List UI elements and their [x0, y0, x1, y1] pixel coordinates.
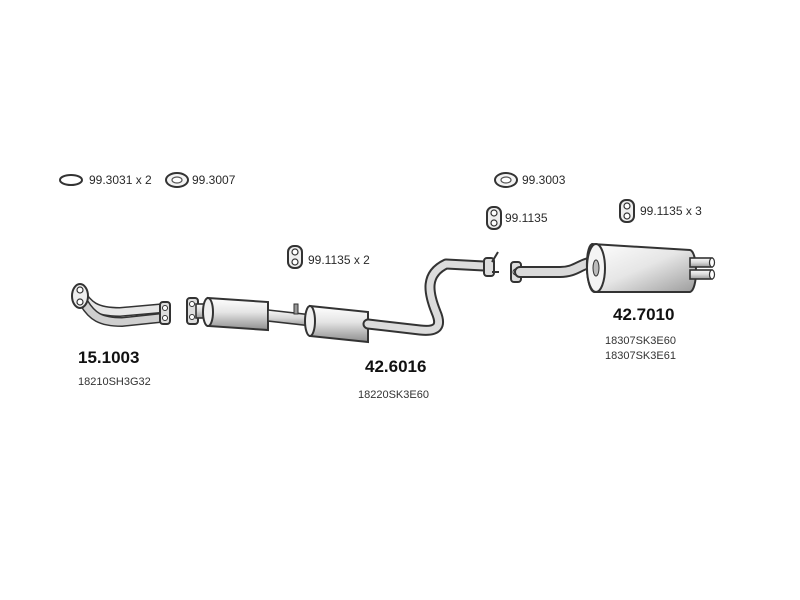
- center-section-part: [186, 251, 499, 344]
- center-section-part-number: 42.6016: [365, 357, 427, 376]
- ring-gasket-icon: [59, 174, 83, 186]
- flange-gasket-label: 99.3007: [192, 173, 236, 187]
- front-pipe-part: [71, 283, 171, 328]
- hanger-icon: [486, 206, 502, 230]
- front-pipe-part-number: 15.1003: [78, 348, 140, 367]
- hanger-label: 99.1135: [505, 211, 548, 225]
- center-section-oem: 18220SK3E60: [358, 389, 429, 401]
- hanger-center-label: 99.1135 x 2: [308, 253, 370, 267]
- hanger-rear-label: 99.1135 x 3: [640, 204, 702, 218]
- front-pipe-oem: 18210SH3G32: [78, 376, 151, 388]
- ring-gasket-label: 99.3031 x 2: [89, 173, 152, 187]
- rear-muffler-oem-1: 18307SK3E60: [605, 335, 676, 347]
- flange-gasket-icon: [165, 172, 189, 188]
- rear-muffler-oem-2: 18307SK3E61: [605, 350, 676, 362]
- gasket-3003-icon: [494, 172, 518, 188]
- gasket-3003-label: 99.3003: [522, 173, 566, 187]
- rear-muffler-part-number: 42.7010: [613, 305, 675, 324]
- hanger-center-icon: [287, 245, 303, 269]
- rear-muffler-part: [510, 242, 716, 293]
- hanger-rear-icon: [619, 199, 635, 223]
